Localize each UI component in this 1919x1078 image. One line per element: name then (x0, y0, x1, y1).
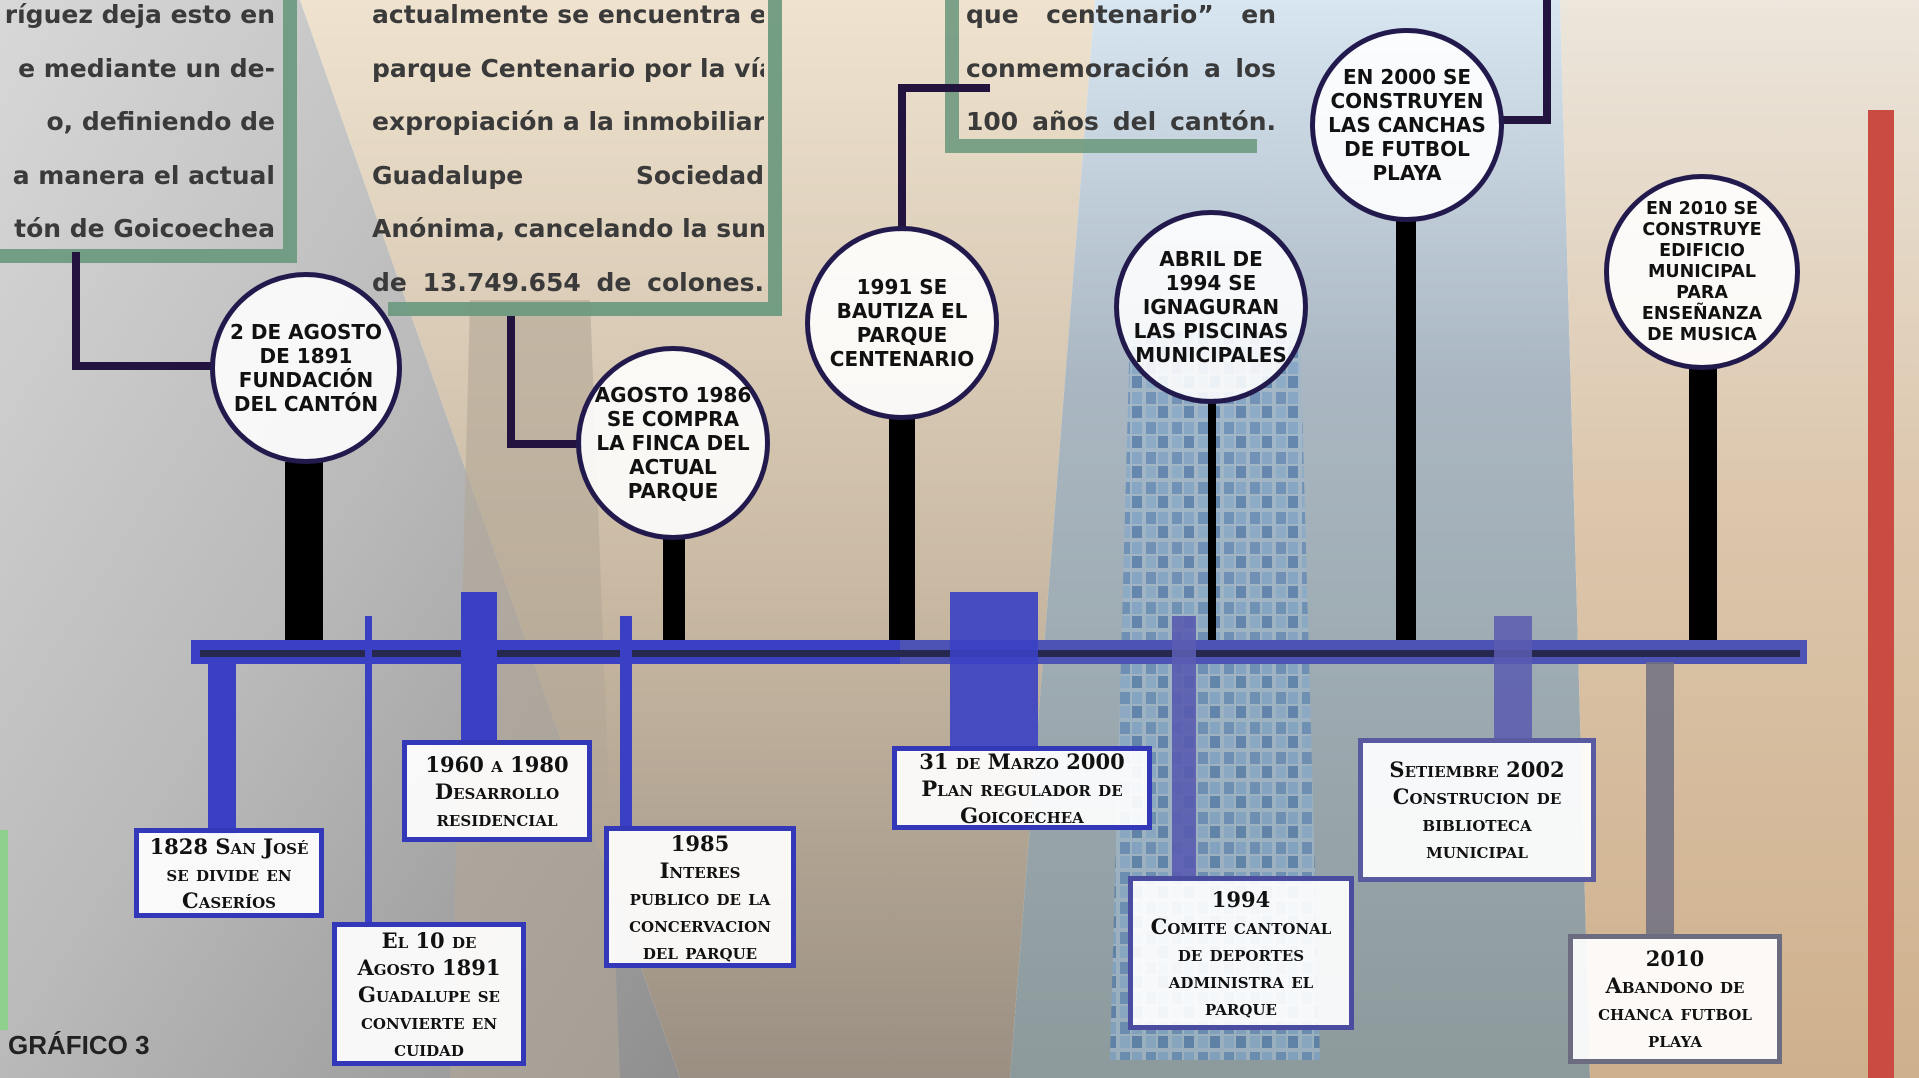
event-box-text: El 10 de Agosto 1891 Guadalupe se convie… (357, 927, 501, 1061)
connector-1991 (898, 84, 990, 232)
church-tower (450, 300, 620, 1078)
photo-panel-field (1560, 0, 1919, 1078)
connector-2000 (1498, 0, 1551, 124)
stem-2000 (1396, 220, 1416, 647)
figure-label: GRÁFICO 3 (8, 1030, 150, 1060)
callout-frame-middle (388, 0, 782, 316)
connector-1986 (507, 316, 582, 448)
lower-bar-1985 (620, 616, 632, 828)
excerpt-middle-line: parque Centenario por la vía de (372, 53, 764, 83)
event-circle-text: EN 2000 SE CONSTRUYEN LAS CANCHAS DE FUT… (1328, 65, 1486, 185)
lower-bar-2010 (1646, 662, 1674, 937)
event-box-1985: 1985 Interes publico de la concervacion … (604, 826, 796, 968)
excerpt-left-line: ríguez deja esto en (4, 0, 275, 29)
lower-bar-1828 (208, 662, 236, 834)
excerpt-left-line: tón de Goicoechea (14, 214, 275, 243)
event-circle-1991-naming: 1991 SE BAUTIZA EL PARQUE CENTENARIO (805, 226, 999, 420)
event-box-text: 2010 Abandono de chanca futbol playa (1598, 946, 1752, 1052)
event-box-2000-plan: 31 de Marzo 2000 Plan regulador de Goico… (892, 746, 1152, 830)
event-box-1960-1980: 1960 a 1980 Desarrollo residencial (402, 740, 592, 842)
lower-bar-1994 (1172, 616, 1196, 880)
event-box-1994-committee: 1994 Comite cantonal de deportes adminis… (1128, 876, 1354, 1030)
event-circle-text: ABRIL DE 1994 SE IGNAGURAN LAS PISCINAS … (1133, 247, 1289, 367)
excerpt-middle: actualmente se encuentra el parque Cente… (372, 0, 764, 309)
lower-bar-1960 (461, 592, 497, 742)
event-circle-1986-purchase: AGOSTO 1986 SE COMPRA LA FINCA DEL ACTUA… (576, 346, 770, 540)
event-circle-text: EN 2010 SE CONSTRUYE EDIFICIO MUNICIPAL … (1641, 198, 1763, 345)
excerpt-left-line: o, definiendo de (46, 107, 275, 136)
event-box-1891-city: El 10 de Agosto 1891 Guadalupe se convie… (332, 922, 526, 1066)
event-box-1828: 1828 San José se divide en Caseríos (134, 828, 324, 918)
excerpt-middle-line: expropiación a la inmobiliaria (372, 107, 764, 136)
excerpt-middle-line: actualmente se encuentra el (372, 0, 764, 29)
excerpt-right: que centenario” en conmemoración a los 1… (966, 0, 1276, 149)
excerpt-left-line: a manera el actual (12, 160, 275, 190)
event-circle-2000-courts: EN 2000 SE CONSTRUYEN LAS CANCHAS DE FUT… (1310, 28, 1504, 222)
event-box-text: 31 de Marzo 2000 Plan regulador de Goico… (919, 748, 1125, 828)
lower-bar-2002 (1494, 616, 1532, 740)
excerpt-right-line: conmemoración a los (966, 53, 1276, 83)
event-box-text: 1828 San José se divide en Caseríos (149, 833, 309, 913)
event-circle-1994-pools: ABRIL DE 1994 SE IGNAGURAN LAS PISCINAS … (1114, 210, 1308, 404)
stem-1986 (663, 536, 685, 647)
excerpt-middle-line: de 13.749.654 de colones. (372, 267, 764, 297)
callout-frame-right (945, 0, 1257, 153)
event-circle-text: 1991 SE BAUTIZA EL PARQUE CENTENARIO (829, 275, 975, 371)
stem-2010 (1689, 366, 1717, 647)
event-circle-text: 2 DE AGOSTO DE 1891 FUNDACIÓN DEL CANTÓN (229, 320, 383, 416)
stem-1994 (1208, 398, 1216, 647)
event-box-text: Setiembre 2002 Construcion de biblioteca… (1389, 757, 1565, 863)
excerpt-right-line: 100 años del cantón. (966, 107, 1276, 136)
lower-bar-1891 (365, 616, 372, 923)
event-box-2010-abandon: 2010 Abandono de chanca futbol playa (1568, 934, 1782, 1064)
connector-1891 (72, 252, 214, 370)
lower-bar-2000-plan (950, 592, 1038, 750)
excerpt-middle-line: Guadalupe Sociedad (372, 160, 764, 190)
excerpt-left: ríguez deja esto en e mediante un de- o,… (0, 0, 275, 256)
event-box-text: 1985 Interes publico de la concervacion … (629, 830, 771, 964)
stem-1991 (889, 418, 915, 647)
excerpt-right-line: que centenario” en (966, 0, 1276, 29)
event-box-text: 1994 Comite cantonal de deportes adminis… (1150, 886, 1332, 1020)
event-circle-1891-foundation: 2 DE AGOSTO DE 1891 FUNDACIÓN DEL CANTÓN (210, 272, 402, 464)
excerpt-left-line: e mediante un de- (18, 53, 275, 83)
callout-frame-left (0, 0, 297, 263)
red-post (1868, 110, 1894, 1078)
event-circle-2010-music-school: EN 2010 SE CONSTRUYE EDIFICIO MUNICIPAL … (1604, 174, 1800, 370)
excerpt-middle-line: Anónima, cancelando la suma (372, 214, 764, 243)
left-green-mark (0, 830, 8, 1030)
stem-1891 (285, 462, 323, 647)
event-circle-text: AGOSTO 1986 SE COMPRA LA FINCA DEL ACTUA… (594, 383, 752, 503)
event-box-2002-library: Setiembre 2002 Construcion de biblioteca… (1358, 738, 1596, 882)
event-box-text: 1960 a 1980 Desarrollo residencial (425, 751, 569, 831)
